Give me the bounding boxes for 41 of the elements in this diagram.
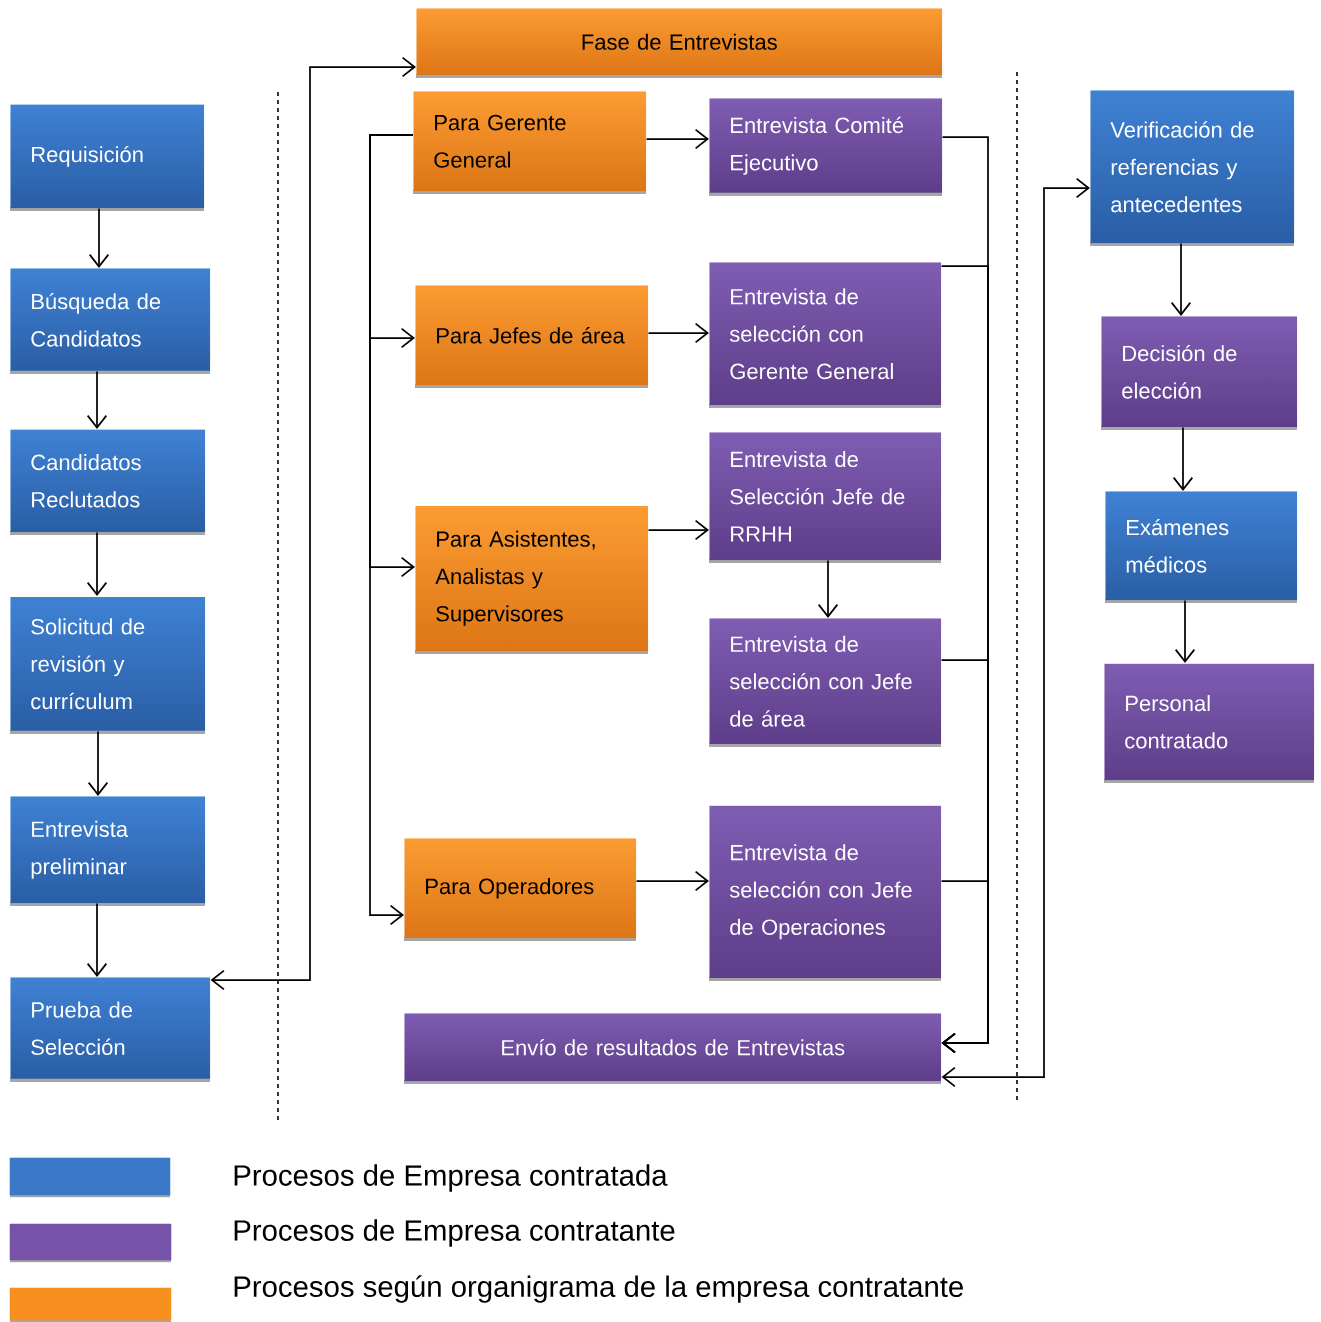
arrow <box>369 134 414 926</box>
process-box: Entrevista de selección con Jefe de área <box>709 618 942 747</box>
arrow <box>940 880 989 1054</box>
arrow <box>1172 426 1194 491</box>
process-box: Para Asistentes, Analistas y Supervisores <box>415 505 649 654</box>
arrow <box>647 322 709 344</box>
arrow <box>86 370 108 429</box>
arrow <box>88 207 110 268</box>
process-box: Entrevista Comité Ejecutivo <box>709 98 943 196</box>
arrow <box>635 870 709 892</box>
process-box: Decisión de elección <box>1101 316 1298 430</box>
process-box: Solicitud de revisión y currículum <box>10 596 206 734</box>
process-box: Para Jefes de área <box>415 285 649 388</box>
legend-label: Procesos según organigrama de la empresa contratante <box>234 1275 963 1303</box>
arrow <box>645 128 709 150</box>
process-box: Para Operadores <box>404 838 637 941</box>
process-box: Exámenes médicos <box>1105 491 1298 603</box>
arrow <box>210 56 416 991</box>
legend-label: Procesos de Empresa contratante <box>234 1219 675 1247</box>
process-box: Entrevista preliminar <box>10 796 206 906</box>
process-box: Personal contratado <box>1104 663 1315 783</box>
process-box: Prueba de Selección <box>10 977 211 1082</box>
process-box: Entrevista de selección con Gerente General <box>709 262 942 408</box>
arrow <box>817 559 839 618</box>
process-box: Requisición <box>10 104 205 211</box>
process-box: Búsqueda de Candidatos <box>10 268 211 374</box>
arrow <box>1174 599 1196 663</box>
process-box: Fase de Entrevistas <box>416 8 943 78</box>
arrow <box>647 519 709 541</box>
arrow <box>86 902 108 977</box>
process-box: Para Gerente General <box>413 91 647 194</box>
process-box: Entrevista de selección con Jefe de Operaciones <box>709 805 942 981</box>
process-box: Entrevista de Selección Jefe de RRHH <box>709 432 942 563</box>
process-box: Verificación de referencias y antecedentes <box>1090 90 1295 246</box>
arrow <box>87 730 109 796</box>
process-box: Envío de resultados de Entrevistas <box>404 1013 942 1084</box>
arrow <box>86 531 108 596</box>
legend-label: Procesos de Empresa contratada <box>234 1164 668 1192</box>
process-box: Candidatos Reclutados <box>10 429 206 535</box>
arrow <box>1170 242 1192 316</box>
arrow <box>941 177 1090 1088</box>
